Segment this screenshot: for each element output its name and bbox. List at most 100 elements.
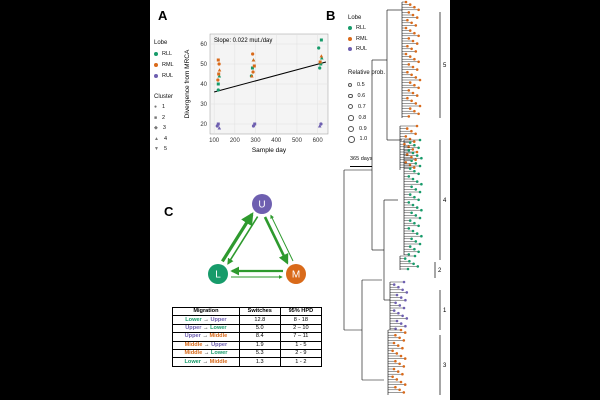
cluster-label: 5 (443, 63, 447, 69)
tree-tip (408, 259, 411, 263)
prob-legend-item: 0.7 (348, 102, 367, 113)
migration-from: Lower (184, 358, 201, 365)
prob-legend-item: 0.8 (348, 112, 367, 123)
data-point (319, 122, 323, 126)
tree-tip (399, 354, 403, 358)
tree-tip (402, 280, 406, 284)
migration-from: Upper (184, 333, 201, 340)
arrow-icon: → (202, 341, 212, 348)
tree-tip (414, 102, 418, 105)
cluster-shape-icon: ■ (154, 114, 158, 121)
tree-tip (410, 155, 413, 159)
tree-tip (407, 89, 411, 92)
tree-tip (410, 99, 413, 103)
tree-tip (412, 166, 416, 169)
tree-tip (404, 0, 408, 4)
lobe-legend-title: Lobe (154, 40, 168, 46)
data-point (252, 64, 256, 68)
x-tick-label: 400 (271, 138, 282, 144)
tree-tip (394, 327, 397, 331)
panel-label-b: B (326, 8, 336, 23)
tree-tip (395, 293, 399, 297)
panel-label-c: C (164, 204, 174, 219)
data-point (319, 54, 324, 58)
tree-tip (414, 240, 418, 243)
scale-bar (350, 166, 372, 167)
tree-tip (418, 164, 422, 168)
cluster-legend-item: ◆3 (154, 123, 167, 134)
cluster-legend-item: ■2 (154, 113, 167, 124)
data-point (319, 38, 323, 42)
tree-tip (412, 140, 416, 143)
data-point (217, 72, 221, 76)
tree-tip (404, 161, 408, 164)
tree-tip (392, 367, 396, 371)
tree-tip (406, 267, 410, 271)
tree-tip (413, 31, 416, 35)
tree-tip (399, 328, 403, 332)
migration-table: Migration Switches 95% HPD Lower → Upper… (172, 306, 323, 367)
y-tick-label: 40 (200, 82, 207, 88)
switches-cell: 1.9 (238, 340, 281, 350)
hpd-cell: 2 - 9 (279, 348, 323, 359)
lobe-color-swatch (348, 36, 352, 41)
lobe-node (252, 194, 272, 214)
cluster-legend-item: ▼5 (154, 144, 167, 155)
tree-tip (418, 138, 422, 142)
tree-tip (402, 365, 406, 368)
tree-tip (408, 141, 412, 144)
tree-tip (406, 44, 409, 48)
tree-tip (408, 163, 412, 167)
tree-tip (414, 214, 418, 217)
tree-tip (407, 63, 411, 66)
y-tick-label: 50 (200, 62, 207, 68)
hpd-cell: 7 – 11 (279, 332, 323, 342)
hpd-cell: 2 – 10 (279, 323, 323, 334)
cluster-legend-label: 4 (163, 135, 168, 142)
tree-tip (413, 247, 416, 251)
data-point (216, 58, 220, 62)
header-switches: Switches (238, 306, 281, 317)
lobe-color-swatch (348, 47, 352, 52)
prob-legend-label: 0.7 (358, 103, 366, 110)
tree-tip (392, 283, 396, 286)
prob-size-icon (348, 125, 354, 132)
lobe-legend-item: RUL (154, 70, 174, 81)
tree-tip (420, 208, 423, 212)
prob-legend-title: Relative prob. (348, 70, 386, 76)
prob-legend-label: 0.9 (359, 125, 367, 132)
tree-tip (410, 47, 413, 51)
tree-tip (417, 146, 420, 150)
data-point (319, 56, 324, 60)
migration-from: Upper (185, 324, 202, 331)
tree-tip (417, 250, 420, 254)
tree-tip (404, 26, 408, 30)
cluster-legend-label: 5 (163, 146, 168, 153)
tree-tip (408, 167, 412, 170)
tree-tip (413, 143, 416, 147)
prob-legend-label: 1.0 (359, 136, 368, 143)
tree-tip (415, 16, 419, 19)
cluster-legend-title: Cluster (154, 94, 174, 100)
data-point (217, 126, 222, 130)
tree-tip (407, 37, 411, 40)
tree-tip (420, 234, 423, 238)
tree-tip (398, 304, 402, 307)
cluster-legend-label: 2 (162, 114, 166, 121)
tree-tip (408, 219, 412, 222)
tree-tip (414, 50, 418, 53)
cluster-shape-icon: ● (154, 104, 158, 111)
x-tick-label: 200 (230, 138, 241, 144)
tree-tip (415, 94, 419, 97)
tree-tip (396, 370, 400, 373)
tree-tip (411, 151, 415, 155)
tree-tip (408, 3, 412, 6)
